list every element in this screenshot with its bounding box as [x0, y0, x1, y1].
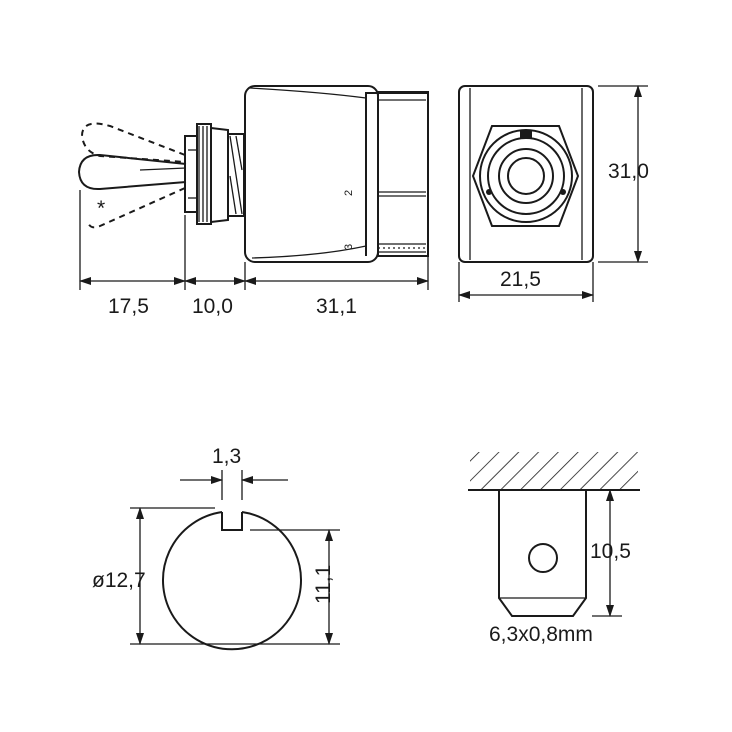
front-view: 21,5 31,0	[458, 85, 649, 302]
side-view: *	[77, 85, 429, 318]
terminal-view: 10,5 6,3x0,8mm	[468, 452, 640, 646]
dim-bushing-length: 10,0	[192, 295, 233, 318]
star-mark: *	[97, 197, 105, 220]
lever-outline	[77, 153, 187, 191]
terminal-blade	[498, 490, 587, 617]
dim-terminal-length: 10,5	[590, 540, 631, 563]
terminal-label-2: 2	[343, 190, 355, 196]
hatched-surface	[470, 452, 638, 490]
switch-body	[244, 85, 379, 263]
terminals	[366, 91, 429, 257]
lever-outline-dashed	[80, 122, 186, 229]
keyway-view: 1,3 ø12,7 11,1	[92, 445, 340, 651]
dim-flat: 11,1	[312, 565, 335, 604]
dim-diameter: ø12,7	[92, 569, 146, 592]
dim-lever-length: 17,5	[108, 295, 149, 318]
dim-terminal-size: 6,3x0,8mm	[489, 623, 593, 646]
keyway-circle	[162, 511, 302, 651]
dim-front-width: 21,5	[500, 268, 541, 291]
hex-nut	[471, 125, 580, 227]
dim-body-length: 31,1	[316, 295, 357, 318]
bushing-nut	[184, 123, 245, 225]
dim-front-height: 31,0	[608, 160, 649, 183]
terminal-label-3: 3	[343, 244, 355, 250]
terminal-hole	[528, 543, 558, 573]
dim-slot-width: 1,3	[212, 445, 241, 468]
